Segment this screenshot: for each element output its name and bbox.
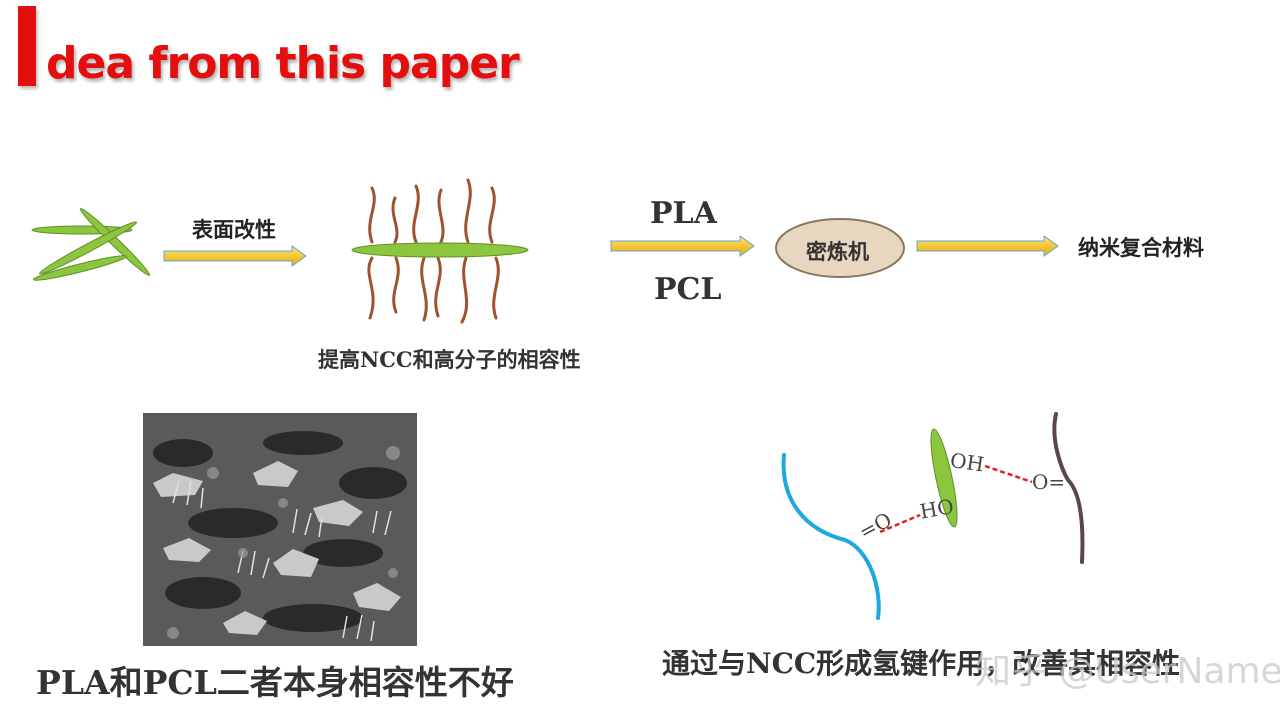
grafted-ncc-icon	[367, 178, 500, 324]
hbond-diagram	[781, 412, 1085, 620]
atom-o-right: O=	[1032, 470, 1066, 494]
ncc-rod-center	[351, 242, 529, 258]
arrow-modification-icon	[163, 245, 307, 267]
title-accent-bar	[18, 6, 36, 86]
pla-chain-icon	[781, 453, 881, 620]
hbond-right-icon	[984, 464, 1033, 484]
arrow-blend-icon	[610, 235, 755, 257]
modification-label: 表面改性	[192, 217, 276, 242]
mixer-ellipse	[775, 218, 905, 278]
pcl-label: PCL	[654, 272, 722, 307]
watermark: 知乎 @UserName	[975, 651, 1280, 692]
pcl-chain-icon	[1052, 412, 1085, 564]
ncc-rods-icon	[31, 208, 151, 281]
mixer-label: 密炼机	[806, 239, 869, 264]
pla-label: PLA	[650, 196, 717, 231]
sem-micrograph	[143, 413, 417, 646]
compatibility-caption: 提高NCC和高分子的相容性	[318, 347, 581, 372]
sem-caption: PLA和PCL二者本身相容性不好	[36, 663, 514, 702]
hbond-caption: 通过与NCC形成氢键作用，改善其相容性	[662, 647, 1181, 680]
atom-oh: OH	[948, 448, 986, 477]
hbond-left-icon	[879, 513, 921, 534]
arrow-result-icon	[916, 235, 1059, 257]
nanocomposite-label: 纳米复合材料	[1078, 235, 1204, 260]
ncc-rod-small-icon	[930, 428, 958, 528]
page-title: dea from this paper	[46, 38, 520, 89]
